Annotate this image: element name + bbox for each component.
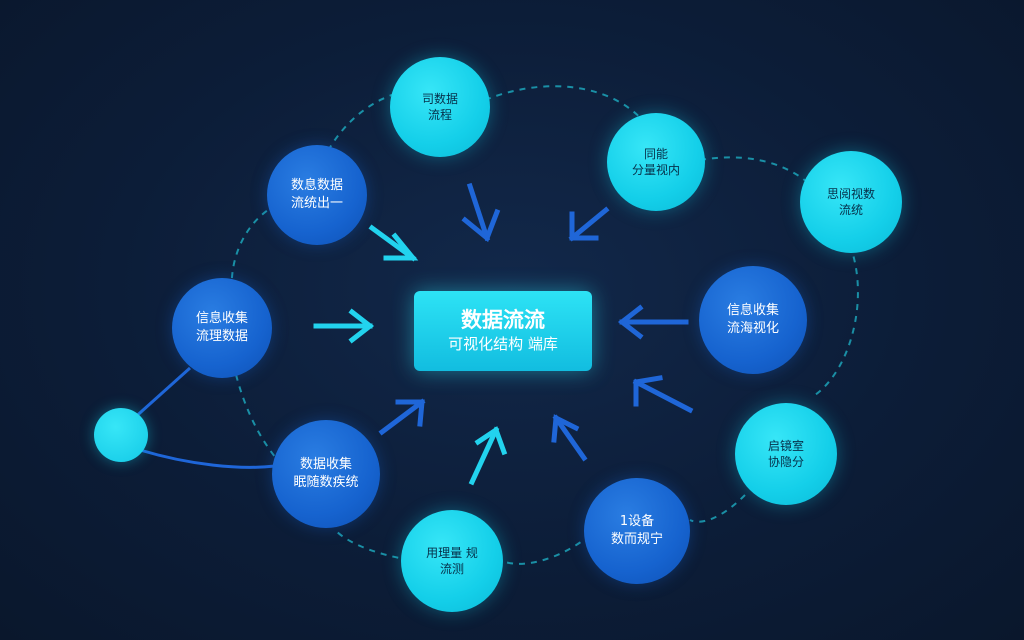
node-label: 信息收集: [726, 303, 779, 319]
node-right[interactable]: 信息收集 流海视化: [699, 266, 807, 374]
node-label: 思阅视数: [826, 186, 875, 201]
arrow-bottom-left: [468, 426, 500, 486]
central-node[interactable]: 数据流流 可视化结构 端库: [414, 291, 592, 371]
node-lower-right[interactable]: 启镜室 协隐分: [735, 403, 837, 505]
arrow-lower-left: [378, 398, 426, 436]
node-top[interactable]: 司数据 流程: [390, 57, 490, 157]
node-label: 分量视内: [631, 163, 680, 177]
arrow-right-head: [617, 304, 644, 340]
node-bottom-right[interactable]: 1设备 数而规宁: [584, 478, 690, 584]
node-label: 启镜室: [767, 438, 804, 453]
node-left[interactable]: 信息收集 流理数据: [172, 278, 272, 378]
node-label: 流测: [439, 562, 464, 576]
node-label: 数息数据: [290, 178, 343, 194]
arrow-top-head: [461, 208, 501, 243]
arrow-bottom-left-head: [474, 426, 508, 456]
node-label: 流统: [838, 203, 863, 217]
endpoint-dot[interactable]: [94, 408, 148, 462]
node-label: 眠随数疾统: [293, 475, 359, 490]
node-label: 流程: [427, 108, 452, 122]
node-label: 信息收集: [195, 311, 248, 327]
central-node-title: 数据流流: [461, 307, 545, 332]
arrow-lower-left-head: [395, 399, 425, 427]
arrow-bottom-right-head: [551, 414, 580, 443]
node-label: 流统出一: [290, 196, 343, 211]
node-label: 数而规宁: [610, 532, 663, 547]
node-label: 流理数据: [195, 329, 248, 344]
node-upper-left[interactable]: 数息数据 流统出一: [267, 145, 367, 245]
dashed-ring-path: [229, 85, 859, 565]
arrow-lower-right: [632, 378, 694, 414]
node-far-right[interactable]: 思阅视数 流统: [800, 151, 902, 253]
node-label: 数据收集: [299, 457, 352, 473]
node-label: 司数据: [421, 91, 458, 106]
arrow-left-head: [348, 308, 375, 344]
node-label: 同能: [643, 146, 668, 161]
link-line: [130, 366, 192, 422]
node-upper-right[interactable]: 同能 分量视内: [607, 113, 705, 211]
node-lower-left[interactable]: 数据收集 眠随数疾统: [272, 420, 380, 528]
arrow-top-right-head: [569, 211, 599, 241]
arrow-top: [466, 182, 491, 242]
arrow-bottom-right: [552, 414, 588, 462]
link-line: [139, 448, 276, 469]
arrow-top-left-head: [383, 232, 419, 261]
arrow-top-right: [568, 206, 610, 242]
node-label: 1设备: [619, 514, 655, 530]
node-label: 流海视化: [726, 321, 779, 336]
arrow-lower-right-head: [633, 375, 663, 407]
node-label: 协隐分: [767, 455, 804, 469]
node-label: 用理量 规: [426, 545, 478, 560]
central-node-subtitle: 可视化结构 端库: [448, 335, 558, 354]
node-bottom[interactable]: 用理量 规 流测: [401, 510, 503, 612]
